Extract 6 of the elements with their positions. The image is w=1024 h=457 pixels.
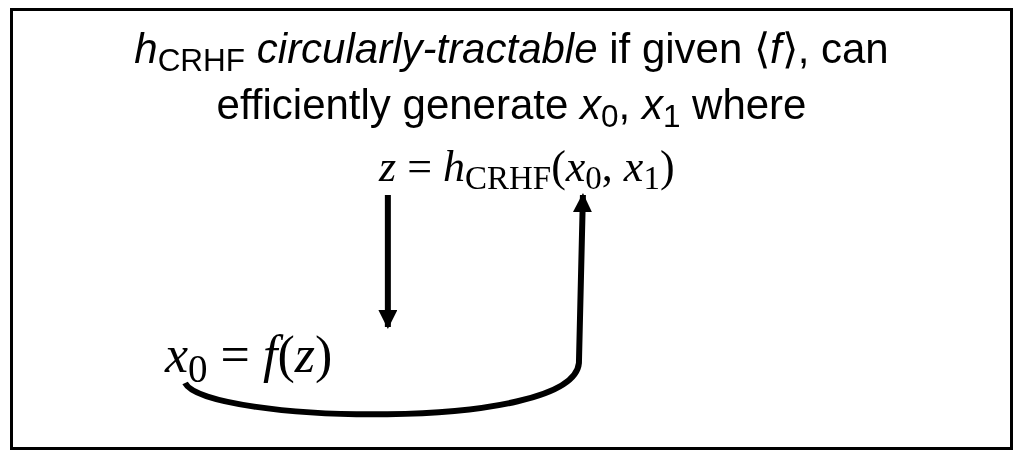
frame-box [10,8,1013,450]
arrow [183,193,593,418]
heading-text: h$_{CRHF}$ circularly-tractable if given ⟨f⟩, can efficiently generate x$_{0}$, x$_{1}$ where [133,24,890,133]
equation: x$_{0}$ = f(z) [165,327,333,383]
equation: z = h$_{CRHF}$(x$_{0}$, x$_{1}$) [379,139,675,195]
arrow [378,195,398,329]
